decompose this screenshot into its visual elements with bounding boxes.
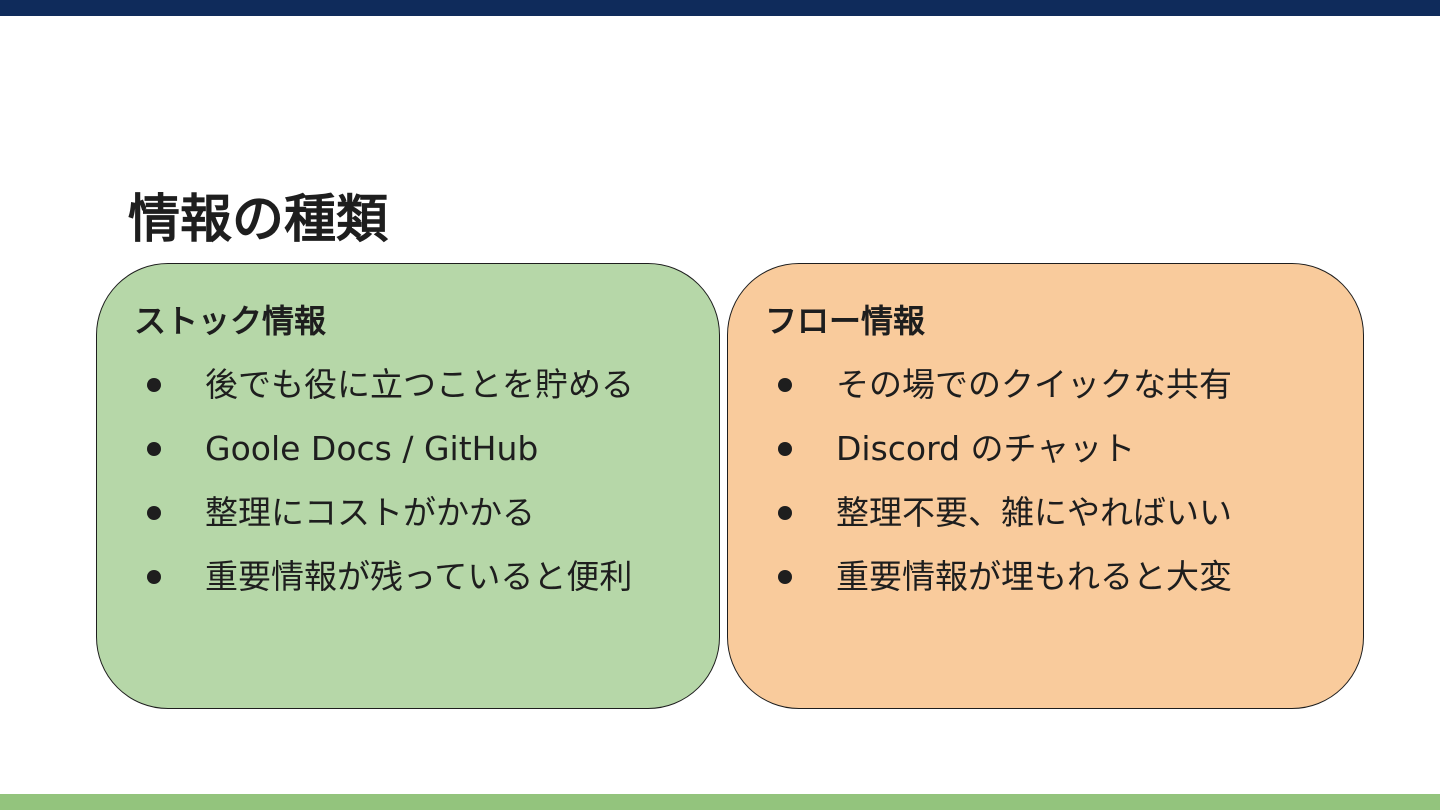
list-item: その場でのクイックな共有 bbox=[778, 364, 1232, 428]
top-accent-bar bbox=[0, 0, 1440, 16]
bullet-icon bbox=[778, 442, 792, 456]
stock-info-list: 後でも役に立つことを貯める Goole Docs / GitHub 整理にコスト… bbox=[147, 364, 634, 620]
list-item-text: その場でのクイックな共有 bbox=[836, 365, 1232, 404]
flow-info-card: フロー情報 その場でのクイックな共有 Discord のチャット 整理不要、雑に… bbox=[727, 263, 1364, 709]
list-item: 後でも役に立つことを貯める bbox=[147, 364, 634, 428]
list-item: 整理不要、雑にやればいい bbox=[778, 492, 1232, 556]
stock-info-heading: ストック情報 bbox=[134, 302, 327, 340]
list-item-text: 整理不要、雑にやればいい bbox=[836, 493, 1232, 532]
bullet-icon bbox=[147, 378, 161, 392]
list-item-text: 重要情報が残っていると便利 bbox=[205, 557, 633, 596]
list-item: 重要情報が残っていると便利 bbox=[147, 556, 634, 620]
bullet-icon bbox=[147, 506, 161, 520]
bullet-icon bbox=[778, 570, 792, 584]
flow-info-heading: フロー情報 bbox=[765, 302, 926, 340]
bullet-icon bbox=[778, 378, 792, 392]
list-item: 重要情報が埋もれると大変 bbox=[778, 556, 1232, 620]
bullet-icon bbox=[778, 506, 792, 520]
list-item-text: Discord のチャット bbox=[836, 429, 1136, 468]
bullet-icon bbox=[147, 442, 161, 456]
list-item-text: 整理にコストがかかる bbox=[205, 493, 535, 532]
bottom-accent-bar bbox=[0, 794, 1440, 810]
list-item-text: 後でも役に立つことを貯める bbox=[205, 365, 634, 404]
bullet-icon bbox=[147, 570, 161, 584]
list-item-text: Goole Docs / GitHub bbox=[205, 429, 539, 468]
slide-title: 情報の種類 bbox=[128, 190, 389, 250]
flow-info-list: その場でのクイックな共有 Discord のチャット 整理不要、雑にやればいい … bbox=[778, 364, 1232, 620]
stock-info-card: ストック情報 後でも役に立つことを貯める Goole Docs / GitHub… bbox=[96, 263, 720, 709]
list-item: 整理にコストがかかる bbox=[147, 492, 634, 556]
list-item-text: 重要情報が埋もれると大変 bbox=[836, 557, 1232, 596]
list-item: Discord のチャット bbox=[778, 428, 1232, 492]
list-item: Goole Docs / GitHub bbox=[147, 428, 634, 492]
